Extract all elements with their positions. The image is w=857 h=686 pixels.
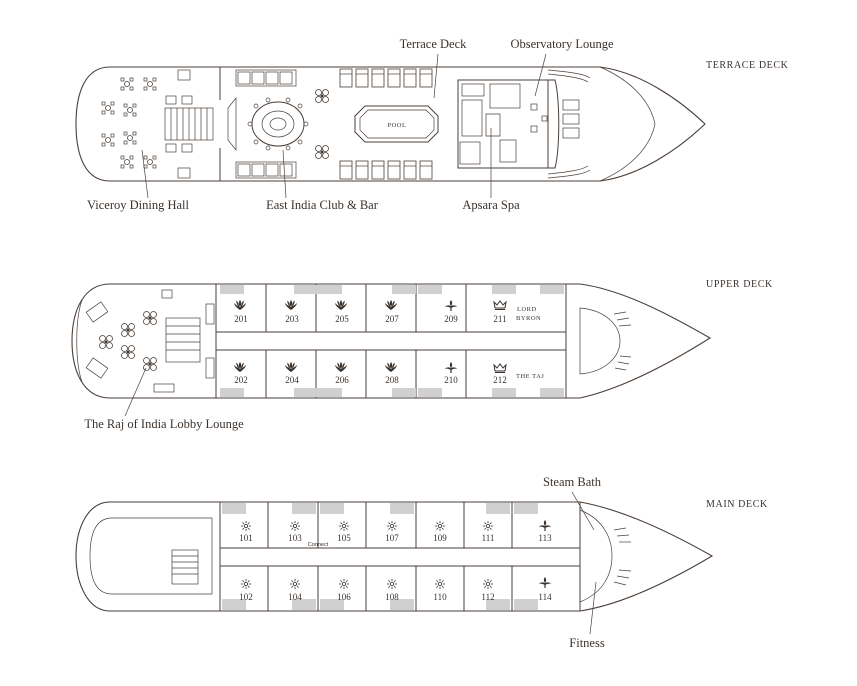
lord-byron-label: LORD — [517, 306, 537, 313]
cabin-number: 205 — [335, 314, 349, 324]
apsara-spa-label: Apsara Spa — [462, 198, 520, 212]
steam-bath-label: Steam Bath — [543, 475, 602, 489]
lord-byron-label: BYRON — [516, 315, 541, 322]
cabin-number: 202 — [234, 375, 248, 385]
pool-label: POOL — [388, 122, 407, 129]
cabin-number: 207 — [385, 314, 399, 324]
upper-deck-title: UPPER DECK — [706, 279, 773, 290]
terrace-deck: POOL Terrace Deck Observatory Lounge Vic… — [75, 37, 789, 212]
cabin-number: 113 — [538, 533, 552, 543]
observatory-lounge-label: Observatory Lounge — [510, 37, 614, 51]
upper-deck: 201 203 205 207 209 211 202 204 206 208 … — [71, 279, 773, 431]
cabin-number: 104 — [288, 592, 302, 602]
terrace-deck-label: Terrace Deck — [400, 37, 468, 51]
raj-lobby-lounge-label: The Raj of India Lobby Lounge — [84, 417, 244, 431]
cabin-number: 211 — [493, 314, 506, 324]
main-deck: 101 103 105 107 109 111 113 102 104 106 … — [75, 475, 768, 650]
cabin-number: 210 — [444, 375, 458, 385]
cabin-number: 114 — [538, 592, 552, 602]
the-taj-label: THE TAJ — [516, 373, 544, 380]
main-deck-title: MAIN DECK — [706, 499, 768, 510]
cabin-number: 101 — [239, 533, 253, 543]
terrace-deck-title: TERRACE DECK — [706, 60, 789, 71]
cabin-number: 106 — [337, 592, 351, 602]
cabin-number: 112 — [481, 592, 494, 602]
cabin-number: 208 — [385, 375, 399, 385]
cabin-number: 108 — [385, 592, 399, 602]
connect-label: Connect — [308, 542, 329, 548]
cabin-number: 105 — [337, 533, 351, 543]
viceroy-dining-hall-label: Viceroy Dining Hall — [87, 198, 190, 212]
cabin-number: 103 — [288, 533, 302, 543]
cabin-number: 107 — [385, 533, 399, 543]
cabin-number: 206 — [335, 375, 349, 385]
cabin-number: 203 — [285, 314, 299, 324]
fitness-label: Fitness — [569, 636, 605, 650]
cabin-number: 109 — [433, 533, 447, 543]
cabin-number: 201 — [234, 314, 248, 324]
main-deck-hull — [75, 501, 714, 612]
upper-deck-hull — [71, 283, 712, 399]
cabin-number: 102 — [239, 592, 253, 602]
cabin-number: 111 — [482, 533, 495, 543]
cabin-number: 110 — [433, 592, 447, 602]
east-india-club-bar-label: East India Club & Bar — [266, 198, 379, 212]
cabin-number: 204 — [285, 375, 299, 385]
cabin-number: 212 — [493, 375, 507, 385]
cabin-number: 209 — [444, 314, 458, 324]
